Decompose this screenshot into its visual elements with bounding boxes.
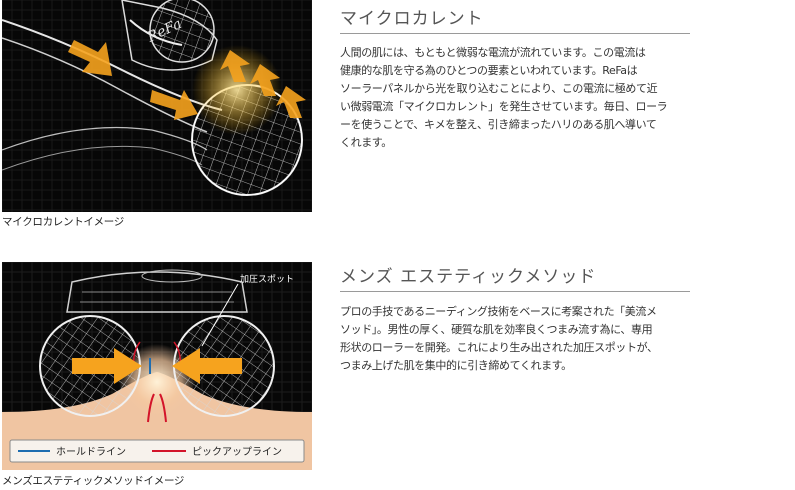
pressure-spot-label: 加圧スポット <box>240 274 294 285</box>
body-line: プロの手技であるニーディング技術をベースに考案された「美流メ <box>340 305 657 318</box>
microcurrent-caption: マイクロカレントイメージ <box>2 216 124 228</box>
microcurrent-heading: マイクロカレント <box>340 4 690 34</box>
mens-method-image: 加圧スポット ホールドライン ピックアップライン <box>2 262 312 470</box>
mens-method-caption: メンズエステティックメソッドイメージ <box>2 475 185 487</box>
microcurrent-image: ReFa <box>2 0 312 212</box>
body-line: くれます。 <box>340 136 392 149</box>
body-line: つまみ上げた肌を集中的に引き締めてくれます。 <box>340 359 572 372</box>
body-line: 健康的な肌を守る為のひとつの要素といわれています。ReFaは <box>340 64 638 77</box>
body-line: 形状のローラーを開発。これにより生み出された加圧スポットが、 <box>340 341 658 354</box>
legend-hold-line: ホールドライン <box>56 446 126 458</box>
microcurrent-body: 人間の肌には、もともと微弱な電流が流れています。この電流は 健康的な肌を守る為の… <box>340 44 692 152</box>
body-line: 人間の肌には、もともと微弱な電流が流れています。この電流は <box>340 46 646 59</box>
mens-method-body: プロの手技であるニーディング技術をベースに考案された「美流メ ソッド」。男性の厚… <box>340 303 692 375</box>
body-line: ソーラーパネルから光を取り込むことにより、この電流に極めて近 <box>340 82 658 95</box>
body-line: い微弱電流「マイクロカレント」を発生させています。毎日、ローラ <box>340 100 668 113</box>
body-line: ーを使うことで、キメを整え、引き締まったハリのある肌へ導いて <box>340 118 657 131</box>
legend-pickup-line: ピックアップライン <box>192 446 282 458</box>
mens-method-heading: メンズ エステティックメソッド <box>340 262 690 292</box>
body-line: ソッド」。男性の厚く、硬質な肌を効率良くつまみ流す為に、専用 <box>340 323 653 336</box>
